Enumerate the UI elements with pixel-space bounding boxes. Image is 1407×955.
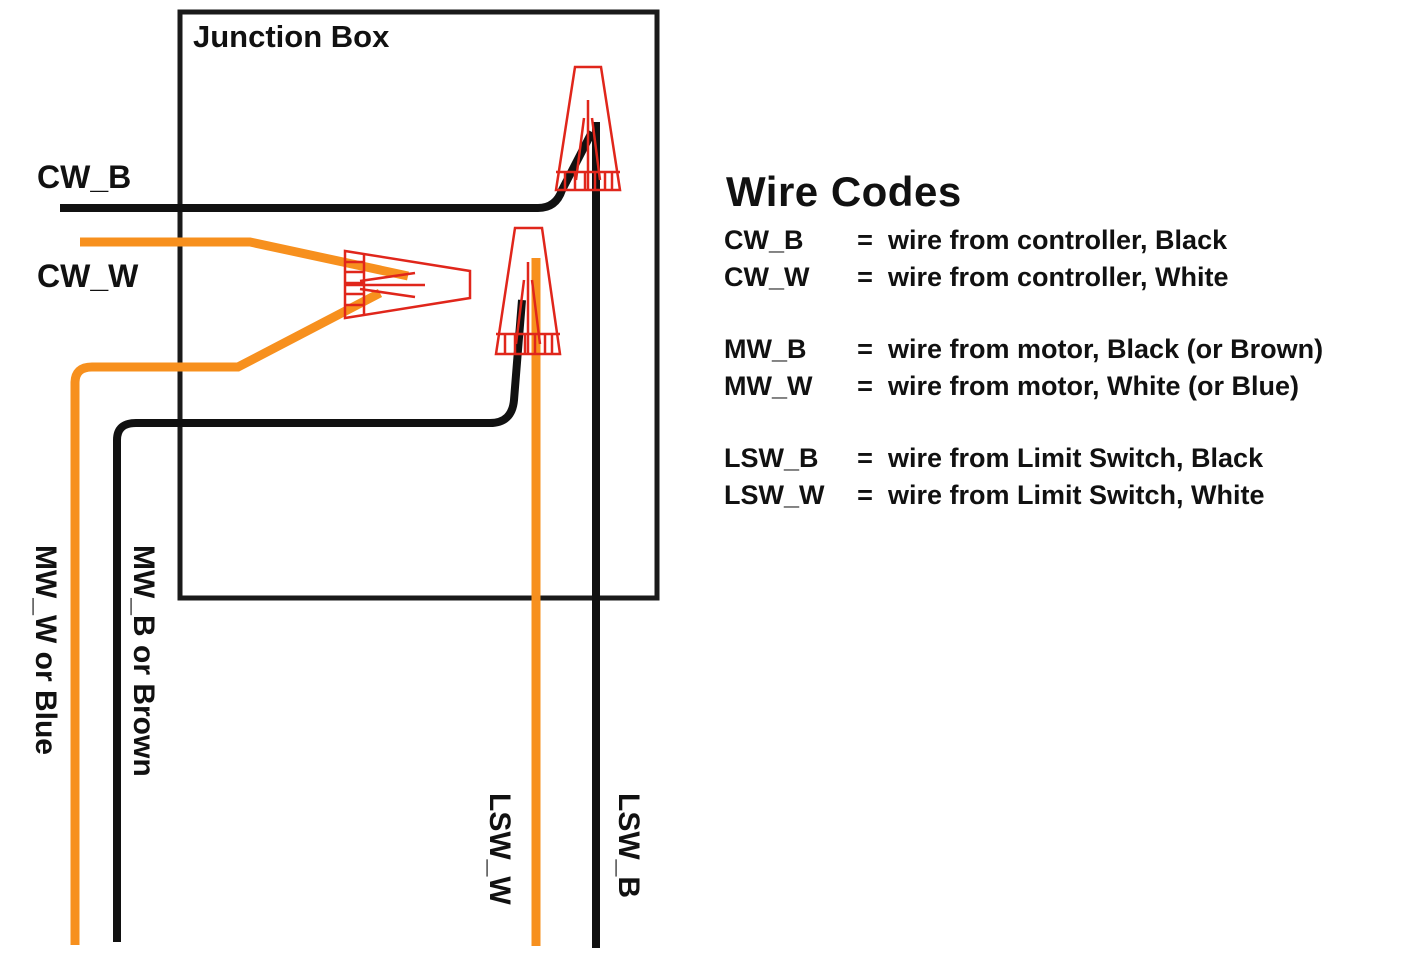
legend-equals: = xyxy=(857,334,873,364)
wire-codes-legend: Wire Codes CW_B = wire from controller, … xyxy=(724,168,1323,514)
label-lsw-b: LSW_B xyxy=(612,793,645,898)
wire-nut-left xyxy=(343,249,472,320)
legend-equals: = xyxy=(857,371,873,401)
legend-code: CW_W xyxy=(724,262,810,292)
wire-cw-w xyxy=(80,237,409,281)
legend-row: CW_W = wire from controller, White xyxy=(724,259,1323,296)
legend-code: CW_B xyxy=(724,225,804,255)
label-cw-w: CW_W xyxy=(37,258,139,294)
legend-title: Wire Codes xyxy=(726,168,962,215)
legend-equals: = xyxy=(857,225,873,255)
junction-box xyxy=(177,9,660,601)
legend-equals: = xyxy=(857,443,873,473)
wire-nut-middle xyxy=(494,226,562,356)
wire-cw-b xyxy=(60,130,596,212)
legend-code: MW_B xyxy=(724,334,807,364)
legend-equals: = xyxy=(857,480,873,510)
label-lsw-w: LSW_W xyxy=(483,793,516,905)
legend-code: MW_W xyxy=(724,371,813,401)
legend-description: wire from Limit Switch, White xyxy=(888,480,1265,510)
wire-mw-w xyxy=(70,289,383,945)
legend-equals: = xyxy=(857,262,873,292)
label-cw-b: CW_B xyxy=(37,159,131,195)
legend-description: wire from motor, Black (or Brown) xyxy=(888,334,1324,364)
legend-description: wire from Limit Switch, Black xyxy=(888,443,1264,473)
legend-description: wire from controller, White xyxy=(888,262,1229,292)
junction-box-title: Junction Box xyxy=(193,19,390,54)
legend-row: MW_W = wire from motor, White (or Blue) xyxy=(724,368,1323,405)
legend-row: MW_B = wire from motor, Black (or Brown) xyxy=(724,331,1323,368)
label-mw-b: MW_B or Brown xyxy=(127,545,160,777)
legend-code: LSW_B xyxy=(724,443,819,473)
legend-row: CW_B = wire from controller, Black xyxy=(724,222,1323,259)
wire-nut-top xyxy=(554,65,622,192)
label-mw-w: MW_W or Blue xyxy=(29,545,62,755)
legend-code: LSW_W xyxy=(724,480,825,510)
legend-description: wire from controller, Black xyxy=(888,225,1228,255)
legend-description: wire from motor, White (or Blue) xyxy=(888,371,1300,401)
legend-row: LSW_B = wire from Limit Switch, Black xyxy=(724,440,1323,477)
legend-row: LSW_W = wire from Limit Switch, White xyxy=(724,477,1323,514)
wire-mw-b xyxy=(113,299,526,942)
